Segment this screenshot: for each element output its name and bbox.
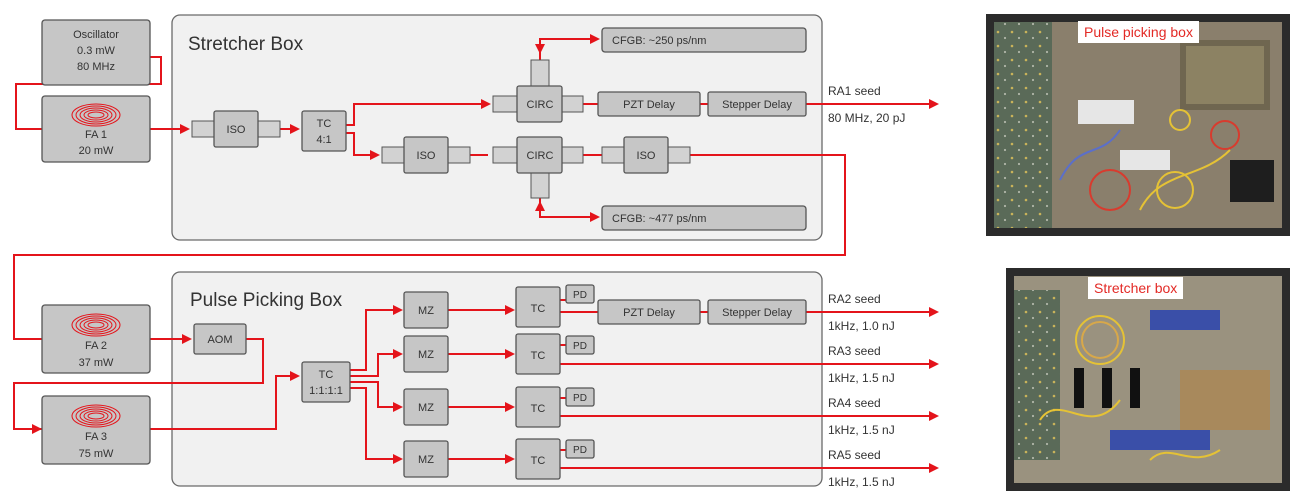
- mz-modulator-1: MZ: [404, 292, 448, 328]
- fa2-block: FA 2 37 mW: [42, 305, 150, 373]
- tap2-label: TC: [531, 350, 546, 362]
- fa1-power: 20 mW: [79, 145, 114, 157]
- fa3-block: FA 3 75 mW: [42, 396, 150, 464]
- tap-coupler-3: TC: [516, 387, 560, 427]
- photodiode-3: PD: [566, 388, 594, 406]
- ra4-name: RA4 seed: [828, 396, 881, 410]
- tc1-label: TC: [317, 118, 332, 130]
- fa2-power: 37 mW: [79, 357, 114, 369]
- tap4-label: TC: [531, 455, 546, 467]
- pzt-delay-2: PZT Delay: [598, 300, 700, 324]
- mz-modulator-3: MZ: [404, 389, 448, 425]
- pzt1-label: PZT Delay: [623, 99, 675, 111]
- photodiode-2: PD: [566, 336, 594, 354]
- tc-4-1-coupler: TC 4:1: [302, 111, 346, 151]
- oscillator-block: Oscillator 0.3 mW 80 MHz: [42, 20, 150, 85]
- tc2-ratio: 1:1:1:1: [309, 385, 343, 397]
- fa1-block: FA 1 20 mW: [42, 96, 150, 162]
- tap-coupler-4: TC: [516, 439, 560, 479]
- ra5-spec: 1kHz, 1.5 nJ: [828, 475, 895, 489]
- iso3-label: ISO: [637, 150, 656, 162]
- pzt-delay-1: PZT Delay: [598, 92, 700, 116]
- pd1-label: PD: [573, 290, 587, 301]
- ra5-name: RA5 seed: [828, 448, 881, 462]
- tc2-label: TC: [319, 369, 334, 381]
- mz2-label: MZ: [418, 349, 434, 361]
- tc1-ratio: 4:1: [316, 134, 331, 146]
- mz-modulator-4: MZ: [404, 441, 448, 477]
- pd3-label: PD: [573, 393, 587, 404]
- stepper2-label: Stepper Delay: [722, 307, 792, 319]
- iso2-label: ISO: [417, 150, 436, 162]
- pulse-picking-box-photo-label: Pulse picking box: [1078, 21, 1199, 43]
- mz4-label: MZ: [418, 454, 434, 466]
- pd4-label: PD: [573, 445, 587, 456]
- circ2-label: CIRC: [527, 150, 554, 162]
- ra1-name: RA1 seed: [828, 84, 881, 98]
- tap3-label: TC: [531, 403, 546, 415]
- stepper-delay-1: Stepper Delay: [708, 92, 806, 116]
- cfgb2-label: CFGB: ~477 ps/nm: [612, 213, 706, 225]
- pulse-picking-box-title: Pulse Picking Box: [190, 290, 343, 311]
- iso1-label: ISO: [227, 124, 246, 136]
- oscillator-power: 0.3 mW: [77, 45, 116, 57]
- stretcher-box-title: Stretcher Box: [188, 34, 304, 55]
- photodiode-4: PD: [566, 440, 594, 458]
- fa3-label: FA 3: [85, 431, 107, 443]
- oscillator-rate: 80 MHz: [77, 61, 115, 73]
- ra2-spec: 1kHz, 1.0 nJ: [828, 319, 895, 333]
- cfgb-477: CFGB: ~477 ps/nm: [602, 206, 806, 230]
- stretcher-box-photo: [1006, 268, 1290, 491]
- fa1-label: FA 1: [85, 129, 107, 141]
- tap1-label: TC: [531, 303, 546, 315]
- cfgb-250: CFGB: ~250 ps/nm: [602, 28, 806, 52]
- tc-1111-coupler: TC 1:1:1:1: [302, 362, 350, 402]
- pulse-picking-box-photo: [986, 14, 1290, 236]
- tap-coupler-2: TC: [516, 334, 560, 374]
- circ1-label: CIRC: [527, 99, 554, 111]
- oscillator-label: Oscillator: [73, 29, 119, 41]
- mz-modulator-2: MZ: [404, 336, 448, 372]
- fa3-power: 75 mW: [79, 448, 114, 460]
- ra2-name: RA2 seed: [828, 292, 881, 306]
- tap-coupler-1: TC: [516, 287, 560, 327]
- aom-label: AOM: [207, 334, 232, 346]
- pzt2-label: PZT Delay: [623, 307, 675, 319]
- ra3-name: RA3 seed: [828, 344, 881, 358]
- fa2-label: FA 2: [85, 340, 107, 352]
- pd2-label: PD: [573, 341, 587, 352]
- mz1-label: MZ: [418, 305, 434, 317]
- ra1-spec: 80 MHz, 20 pJ: [828, 111, 905, 125]
- photodiode-1: PD: [566, 285, 594, 303]
- ra4-spec: 1kHz, 1.5 nJ: [828, 423, 895, 437]
- stepper1-label: Stepper Delay: [722, 99, 792, 111]
- stepper-delay-2: Stepper Delay: [708, 300, 806, 324]
- mz3-label: MZ: [418, 402, 434, 414]
- stretcher-box-photo-label: Stretcher box: [1088, 277, 1183, 299]
- aom-modulator: AOM: [194, 324, 246, 354]
- ra3-spec: 1kHz, 1.5 nJ: [828, 371, 895, 385]
- cfgb1-label: CFGB: ~250 ps/nm: [612, 35, 706, 47]
